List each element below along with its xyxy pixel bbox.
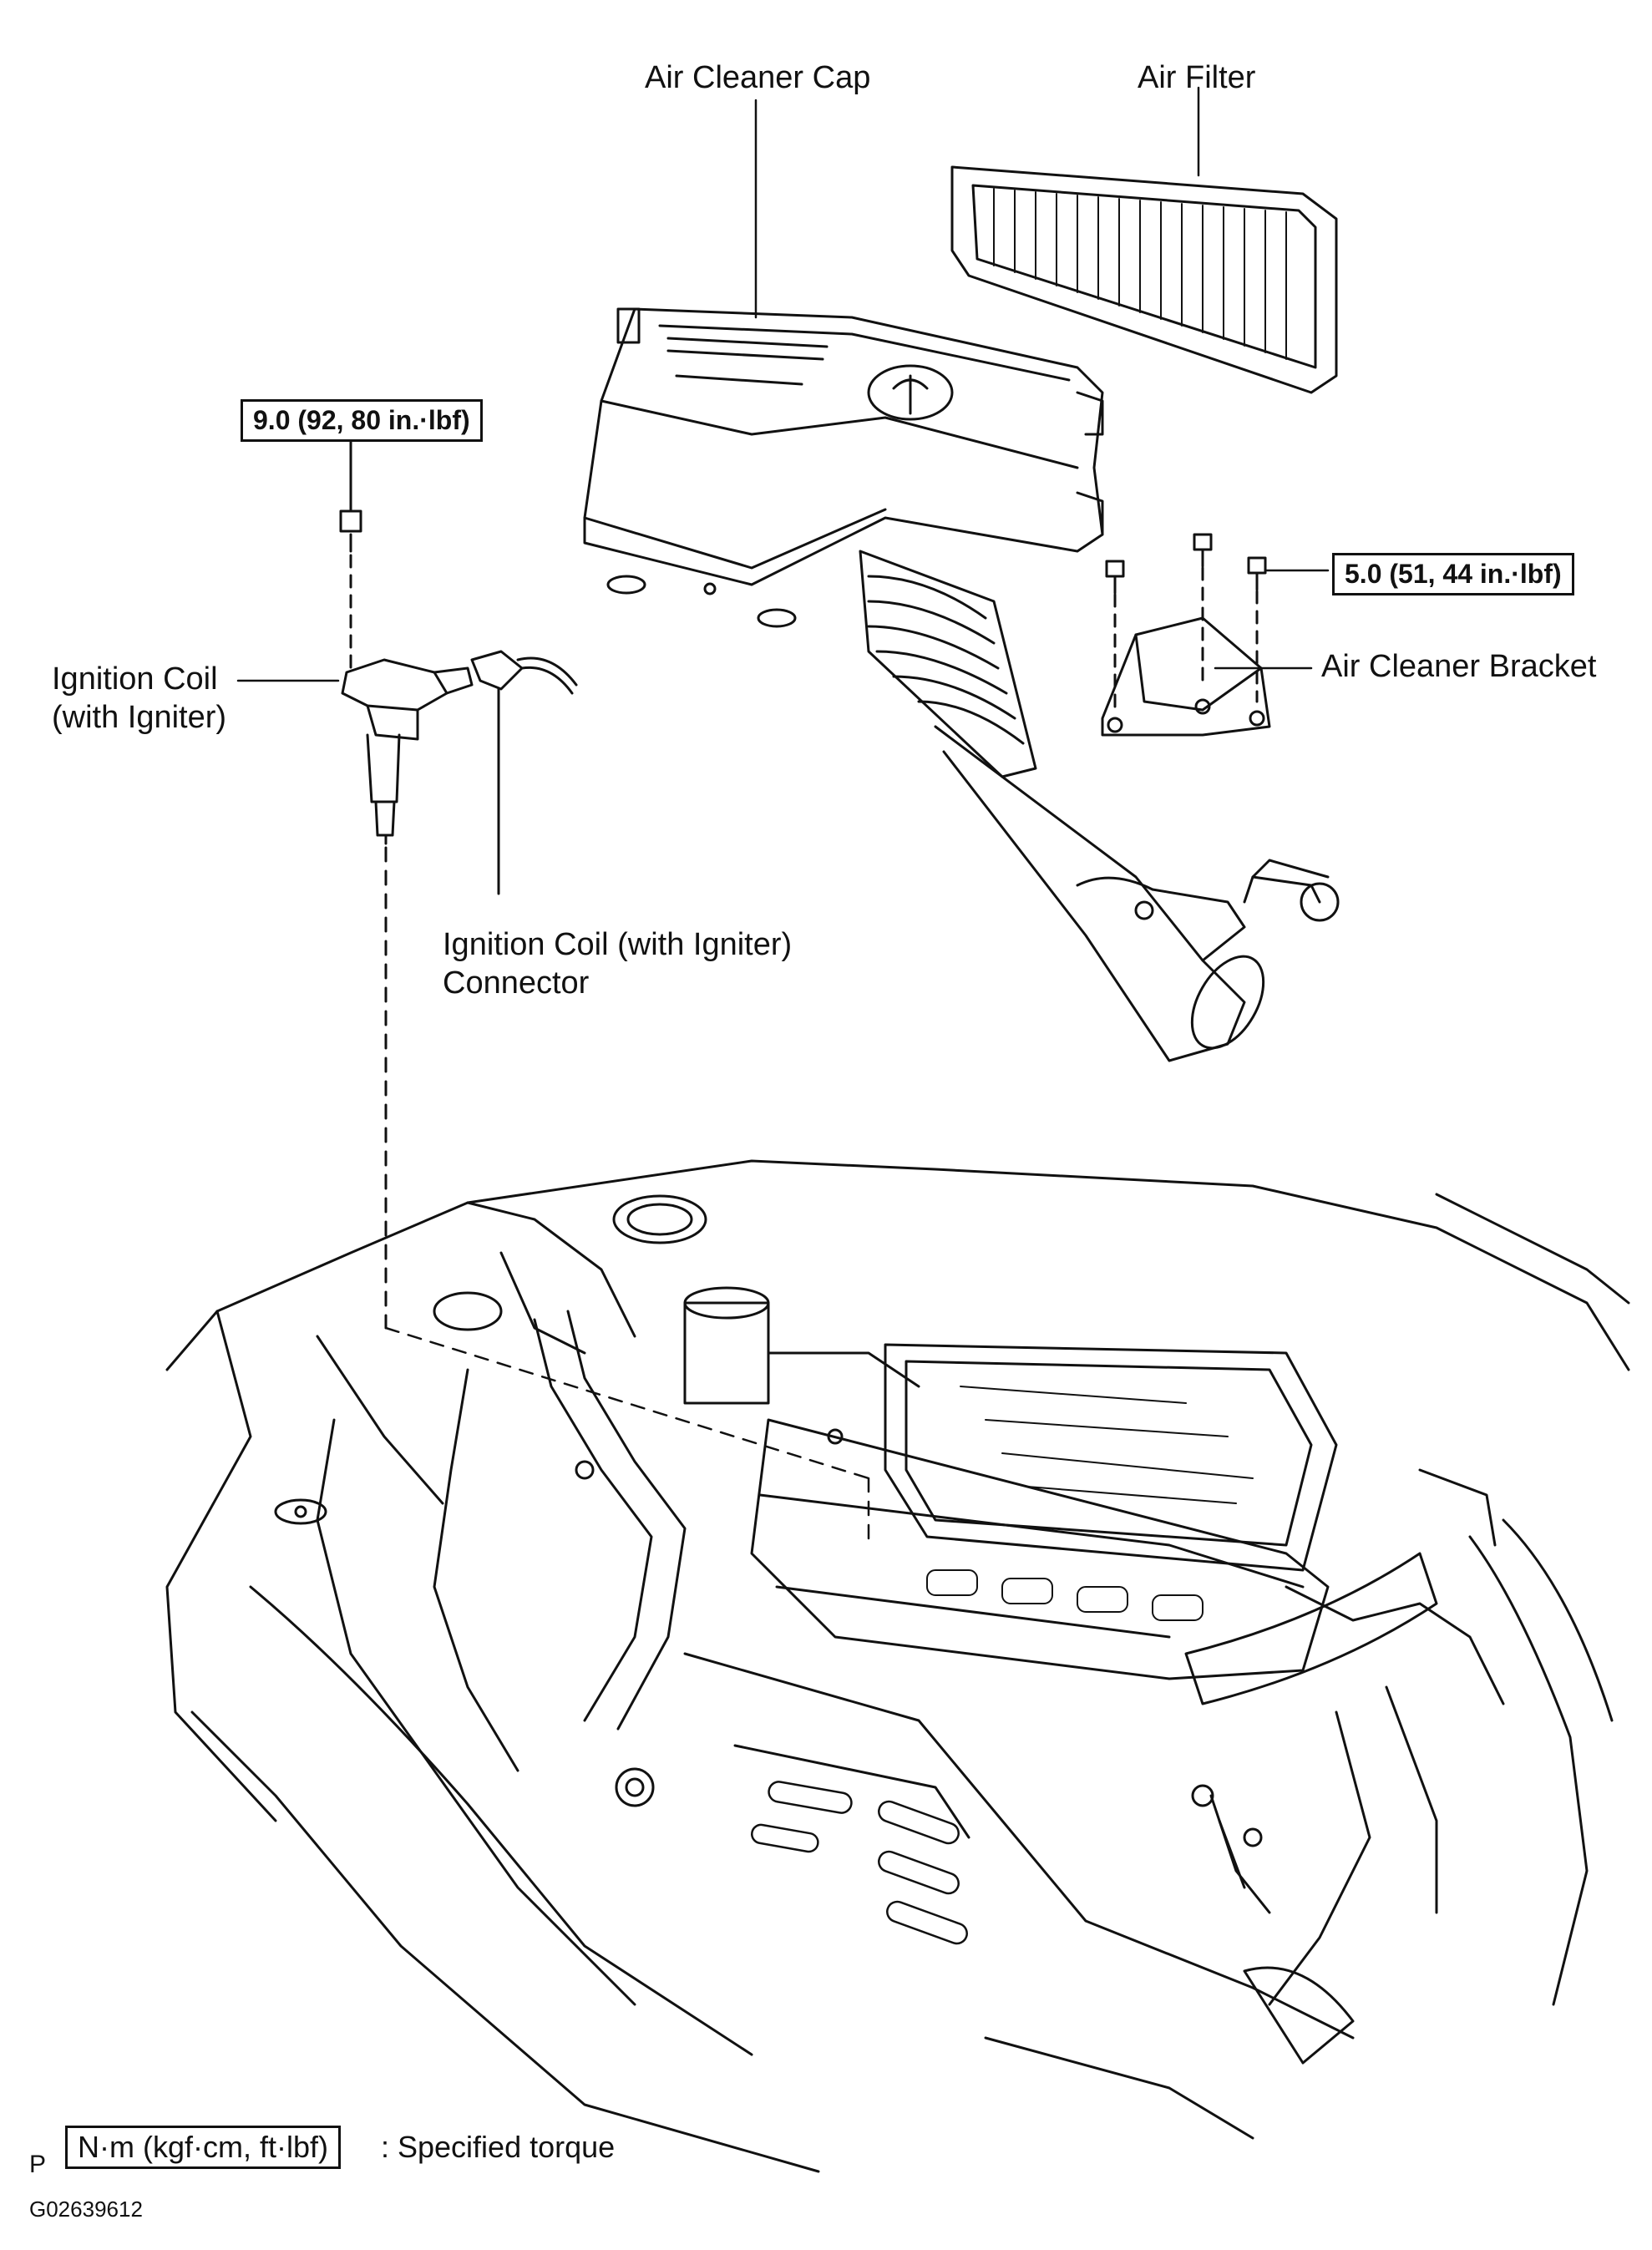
coil-install-guide	[384, 1326, 870, 1547]
air-cleaner-cap-part	[583, 307, 1104, 628]
torque-spec-coil-bolt: 9.0 (92, 80 in.·lbf)	[241, 399, 483, 442]
coil-connector-part	[470, 650, 578, 895]
label-coil-connector-sub: Connector	[443, 965, 590, 1001]
legend-unit-box: N·m (kgf·cm, ft·lbf)	[65, 2126, 341, 2169]
air-filter-part	[950, 165, 1338, 394]
intake-hose-part	[859, 550, 1340, 1062]
label-air-cleaner-bracket: Air Cleaner Bracket	[1321, 649, 1597, 684]
label-ignition-coil: Ignition Coil	[52, 661, 218, 697]
engine-bay-drawing	[165, 1159, 1630, 2173]
coil-bolt	[339, 437, 362, 670]
bracket-bolts	[1105, 533, 1267, 712]
legend-description: : Specified torque	[381, 2130, 616, 2164]
label-air-filter: Air Filter	[1138, 60, 1256, 95]
label-coil-connector: Ignition Coil (with Igniter)	[443, 927, 793, 962]
torque-spec-bracket-bolt: 5.0 (51, 44 in.·lbf)	[1332, 553, 1574, 595]
leader-lines	[236, 86, 1330, 682]
air-cleaner-bracket-part	[1101, 616, 1271, 737]
legend-marker: P	[29, 2151, 47, 2178]
ignition-coil-part	[341, 658, 474, 1330]
label-air-cleaner-cap: Air Cleaner Cap	[645, 60, 871, 95]
figure-id: G02639612	[29, 2197, 143, 2222]
label-ignition-coil-sub: (with Igniter)	[52, 700, 227, 735]
